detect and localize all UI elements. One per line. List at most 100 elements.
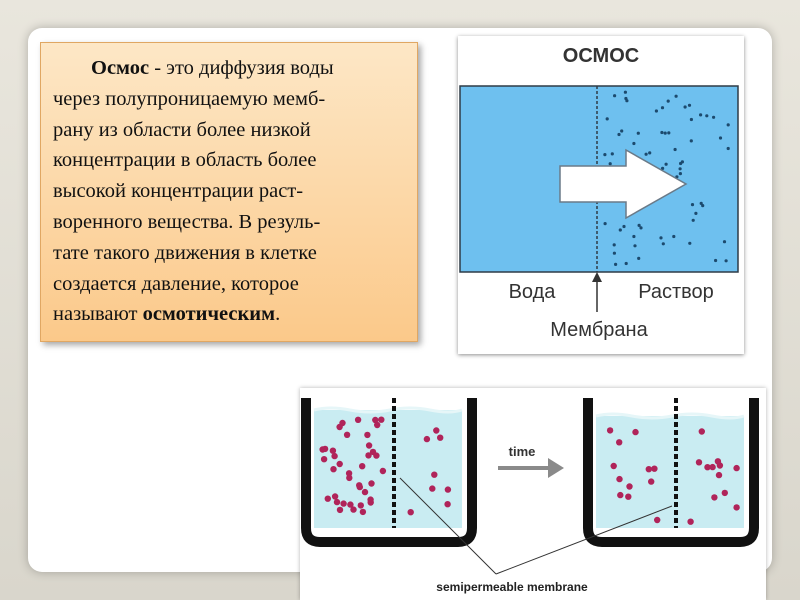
solute-dot xyxy=(691,218,695,222)
particle xyxy=(364,431,371,439)
solute-dot xyxy=(699,113,703,117)
particle xyxy=(368,480,375,487)
particle xyxy=(365,442,373,449)
particle xyxy=(330,466,337,473)
particle xyxy=(632,428,639,436)
time-diagram: time semipermeable membrane xyxy=(300,388,766,600)
particle xyxy=(709,463,716,471)
particle xyxy=(329,447,337,454)
definition-textbox: Осмос - это диффузия воды через полупрон… xyxy=(40,42,418,342)
particle xyxy=(361,488,369,496)
osmos-diagram-svg: ОСМОС Вода Раствор Мембрана xyxy=(459,45,739,341)
solute-dot xyxy=(637,256,641,260)
solute-dot xyxy=(661,166,665,170)
time-diagram-svg: time semipermeable membrane xyxy=(301,398,759,594)
particle xyxy=(733,464,740,472)
membrane-pointer-head xyxy=(592,272,602,282)
particle xyxy=(695,459,703,466)
time-arrow-head xyxy=(548,458,564,478)
solute-dot xyxy=(674,94,678,98)
particle xyxy=(372,416,379,424)
solute-dot xyxy=(690,203,695,207)
particle xyxy=(429,485,436,492)
term-osmos: Осмос xyxy=(91,57,150,79)
particle xyxy=(365,452,372,459)
particle xyxy=(359,508,367,516)
particle xyxy=(704,464,711,471)
particle xyxy=(333,498,341,506)
pointer-left-membrane xyxy=(399,477,497,575)
solute-dot xyxy=(614,262,618,266)
particle xyxy=(347,501,354,508)
solute-dot xyxy=(718,136,723,140)
definition-line-2: через полупроницаемую мемб- xyxy=(53,87,326,110)
solute-dot xyxy=(673,147,677,152)
particle xyxy=(339,419,346,427)
particle xyxy=(687,518,694,525)
right-particles xyxy=(606,427,740,525)
particle xyxy=(721,489,728,497)
solute-dot xyxy=(620,129,624,133)
definition-line-3: рану из области более низкой xyxy=(53,118,311,141)
solute-dot xyxy=(624,261,628,266)
solute-dot xyxy=(714,258,718,263)
solute-dot xyxy=(618,228,622,232)
solute-dot xyxy=(664,162,668,166)
solute-dot xyxy=(689,139,693,143)
particle xyxy=(616,475,623,483)
definition-line-5: высокой концентрации раст- xyxy=(53,180,304,203)
solute-dot xyxy=(654,109,658,113)
solute-dot xyxy=(612,243,616,247)
label-solution: Раствор xyxy=(638,281,714,303)
solute-dot xyxy=(687,103,692,107)
particle xyxy=(433,427,440,434)
solute-dot xyxy=(666,99,670,103)
label-membrane: Мембрана xyxy=(550,319,648,341)
particle xyxy=(431,471,438,478)
solute-dot xyxy=(624,96,628,101)
solute-dot xyxy=(633,244,637,248)
solute-dot xyxy=(726,146,730,151)
left-particles-dense xyxy=(319,416,387,516)
solute-dot xyxy=(660,130,664,135)
particle xyxy=(606,427,614,434)
particle xyxy=(340,500,347,507)
right-liquid xyxy=(596,416,744,528)
pointer-right-membrane xyxy=(495,505,673,575)
flow-arrow xyxy=(559,148,688,220)
solute-dot xyxy=(610,152,614,156)
left-container xyxy=(301,398,477,547)
particle xyxy=(367,499,374,506)
solute-dot xyxy=(623,90,627,94)
particle xyxy=(444,501,451,508)
solute-dot xyxy=(639,226,643,230)
solute-dot xyxy=(608,162,612,166)
right-container xyxy=(583,398,759,547)
definition-line-7: тате такого движения в клетке xyxy=(53,241,317,264)
solute-dot xyxy=(705,114,709,118)
time-label: time xyxy=(509,444,536,459)
particle xyxy=(651,465,658,472)
solute-dot xyxy=(689,117,693,122)
solute-dot xyxy=(712,115,716,119)
osmos-diagram: ОСМОС Вода Раствор Мембрана xyxy=(458,36,744,354)
solute-dot xyxy=(603,153,607,157)
particle xyxy=(343,431,351,438)
solute-dot xyxy=(661,242,665,246)
particle xyxy=(356,483,363,491)
particle xyxy=(320,456,328,463)
particle xyxy=(698,428,705,435)
solute-dot xyxy=(678,172,682,176)
particle xyxy=(616,439,623,446)
solute-dot xyxy=(659,236,663,240)
definition-line-9: называют осмотическим. xyxy=(53,303,281,326)
membrane-caption: semipermeable membrane xyxy=(436,580,588,594)
solute-dot xyxy=(632,141,636,146)
particle xyxy=(373,452,380,459)
solute-dot xyxy=(694,211,698,215)
solute-dot xyxy=(672,234,676,239)
solute-dot xyxy=(612,251,616,255)
solute-dot xyxy=(603,222,607,226)
solute-dot xyxy=(636,131,640,135)
definition-line-8: создается давление, которое xyxy=(53,272,299,295)
